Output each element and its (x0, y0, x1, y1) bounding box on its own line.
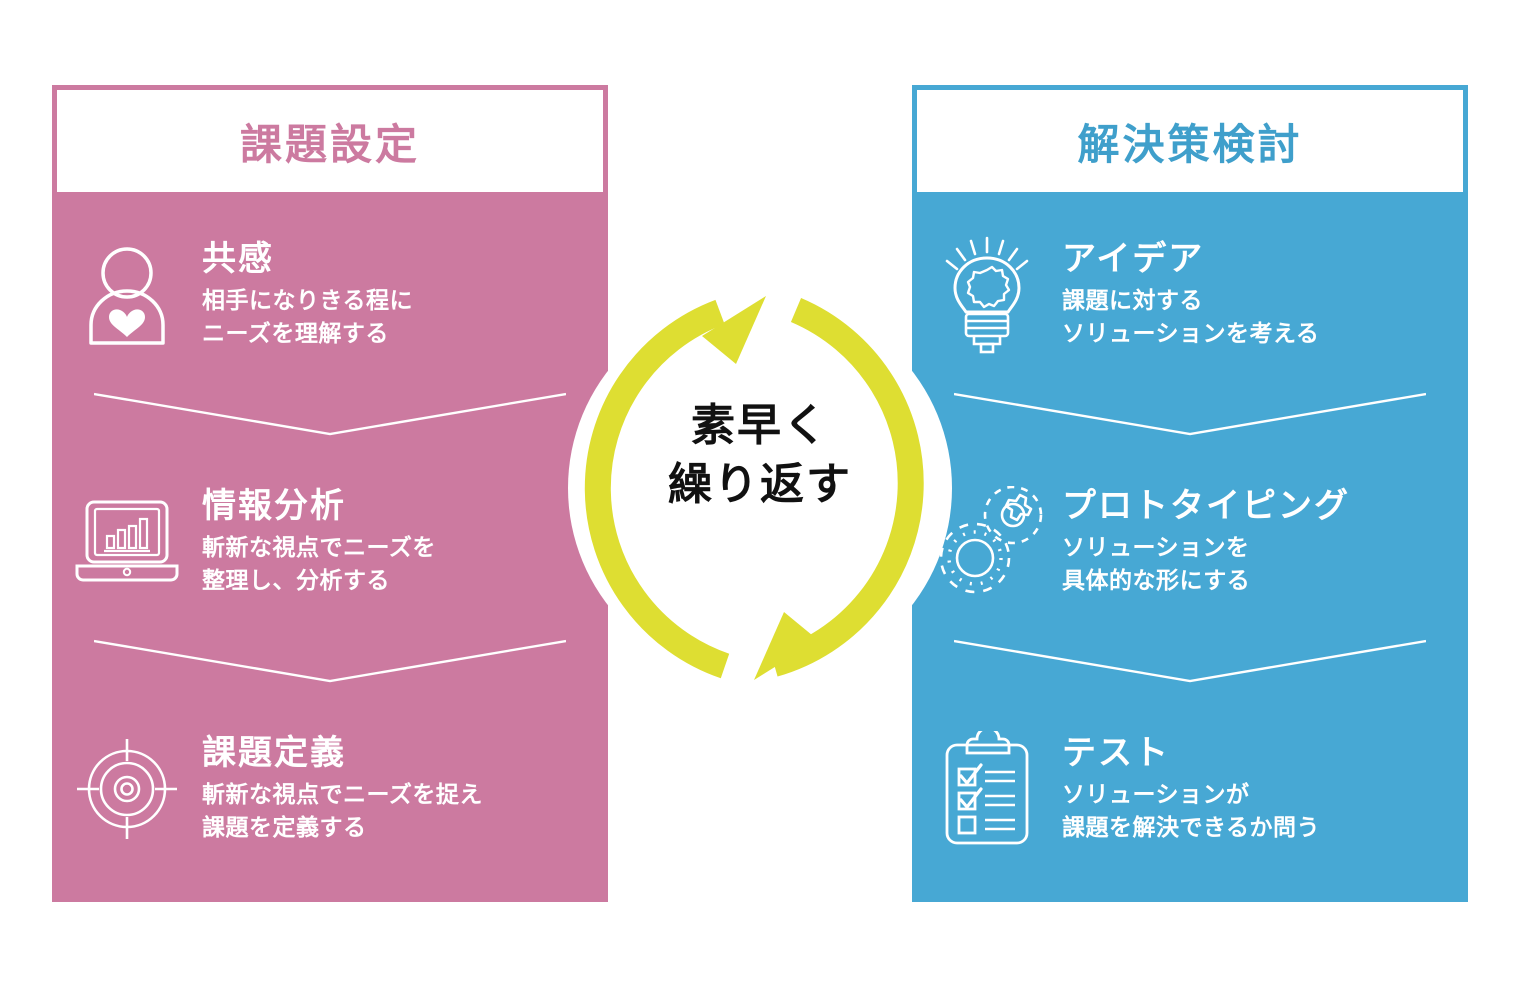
left-step-3-title: 課題定義 (202, 733, 346, 774)
right-step-1-title: アイデア (1062, 239, 1205, 280)
left-step-3-text: 課題定義 斬新な視点でニーズを捉え 課題を定義する (202, 733, 501, 844)
left-divider-1 (94, 388, 566, 440)
right-panel-body: アイデア 課題に対する ソリューションを考える (912, 192, 1468, 902)
right-step-3: テスト ソリューションが 課題を解決できるか問う (912, 704, 1468, 874)
center-cycle-label: 素早く 繰り返す (668, 400, 852, 511)
circular-refresh-arrows-icon (568, 296, 952, 680)
right-step-2-description: ソリューションを 具体的な形にする (1062, 535, 1251, 595)
left-step-3: 課題定義 斬新な視点でニーズを捉え 課題を定義する (52, 704, 608, 874)
right-panel-header: 解決策検討 (917, 90, 1463, 192)
left-step-2-text: 情報分析 斬新な視点でニーズを 整理し、分析する (202, 486, 454, 597)
right-step-3-text: テスト ソリューションが 課題を解決できるか問う (1062, 733, 1338, 844)
right-step-3-title: テスト (1062, 733, 1170, 774)
left-step-1-text: 共感 相手になりきる程に ニーズを理解する (202, 239, 431, 350)
person-heart-icon (52, 243, 202, 347)
clipboard-checklist-icon (912, 731, 1062, 847)
laptop-bar-chart-icon (52, 494, 202, 590)
left-panel-title: 課題設定 (239, 119, 420, 169)
right-divider-1 (954, 388, 1426, 440)
left-step-1-description: 相手になりきる程に ニーズを理解する (202, 288, 414, 348)
left-step-1-title: 共感 (202, 239, 274, 280)
left-divider-2 (94, 635, 566, 687)
left-step-1: 共感 相手になりきる程に ニーズを理解する (52, 210, 608, 380)
left-step-2-title: 情報分析 (202, 486, 346, 527)
target-crosshair-icon (52, 735, 202, 843)
right-step-2-title: プロトタイピング (1062, 486, 1350, 527)
left-panel-header: 課題設定 (57, 90, 603, 192)
right-step-1-text: アイデア 課題に対する ソリューションを考える (1062, 239, 1337, 350)
right-panel-title: 解決策検討 (1077, 119, 1303, 169)
right-step-2: プロトタイピング ソリューションを 具体的な形にする (912, 457, 1468, 627)
left-panel: 課題設定 共感 相手になりきる程に ニーズを理解する (52, 85, 608, 902)
gears-icon (912, 486, 1062, 598)
right-step-2-text: プロトタイピング ソリューションを 具体的な形にする (1062, 486, 1368, 597)
lightbulb-gear-icon (912, 236, 1062, 354)
left-panel-body: 共感 相手になりきる程に ニーズを理解する (52, 192, 608, 902)
right-panel: 解決策検討 (912, 85, 1468, 902)
left-step-2: 情報分析 斬新な視点でニーズを 整理し、分析する (52, 457, 608, 627)
right-divider-2 (954, 635, 1426, 687)
right-step-1-description: 課題に対する ソリューションを考える (1062, 288, 1320, 348)
right-step-3-description: ソリューションが 課題を解決できるか問う (1062, 782, 1321, 842)
left-step-3-description: 斬新な視点でニーズを捉え 課題を定義する (202, 782, 483, 842)
left-step-2-description: 斬新な視点でニーズを 整理し、分析する (202, 535, 436, 595)
right-step-1: アイデア 課題に対する ソリューションを考える (912, 210, 1468, 380)
center-cycle: 素早く 繰り返す (560, 268, 960, 708)
